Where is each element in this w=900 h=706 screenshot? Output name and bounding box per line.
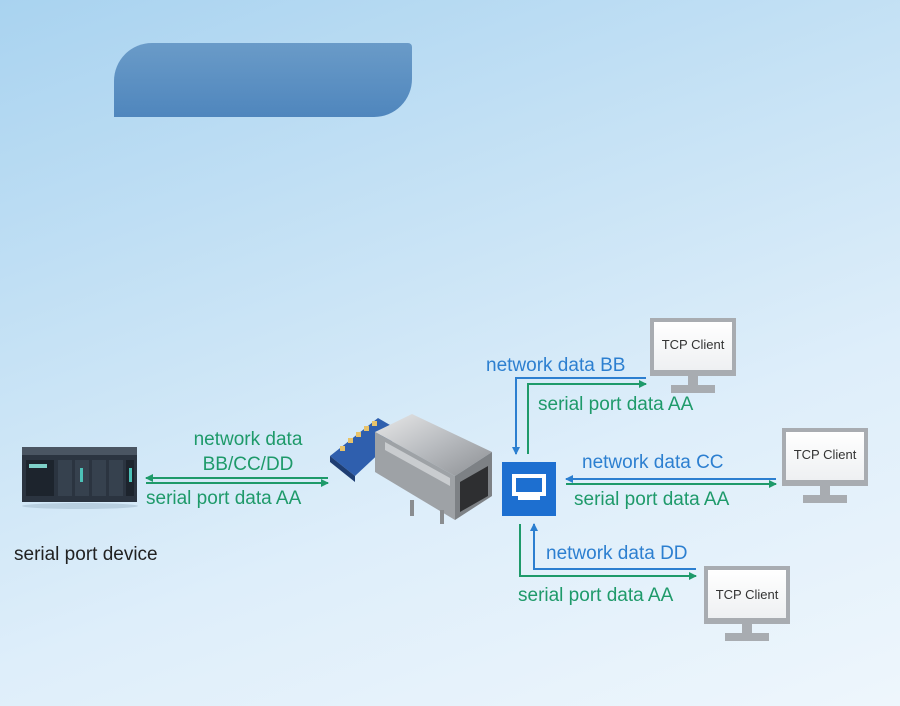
left-network-label-line1: network data — [193, 429, 303, 450]
client1-network-arrow — [512, 377, 646, 455]
client3-network-label: network data DD — [546, 543, 688, 564]
client1-network-label: network data BB — [486, 355, 626, 376]
left-network-label-line2: BB/CC/DD — [202, 454, 294, 475]
client3-serial-arrow — [519, 524, 697, 580]
client2-name: TCP Client — [794, 447, 857, 462]
client2-serial-label: serial port data AA — [574, 489, 730, 510]
monitor-icon: TCP Client — [782, 428, 868, 503]
ethernet-module-icon — [330, 414, 492, 524]
network-switch-icon — [502, 462, 556, 516]
client1-serial-arrow — [527, 380, 647, 454]
monitor-icon: TCP Client — [650, 318, 736, 393]
client3-network-arrow — [530, 523, 696, 570]
serial-device-icon — [22, 447, 138, 509]
client2-network-label: network data CC — [582, 452, 724, 473]
monitor-icon: TCP Client — [704, 566, 790, 641]
client1-serial-label: serial port data AA — [538, 394, 694, 415]
header-banner — [114, 43, 412, 117]
left-serial-label: serial port data AA — [146, 488, 302, 509]
client3-name: TCP Client — [716, 587, 779, 602]
client1-name: TCP Client — [662, 337, 725, 352]
client3-serial-label: serial port data AA — [518, 585, 674, 606]
serial-device-label: serial port device — [14, 544, 158, 565]
